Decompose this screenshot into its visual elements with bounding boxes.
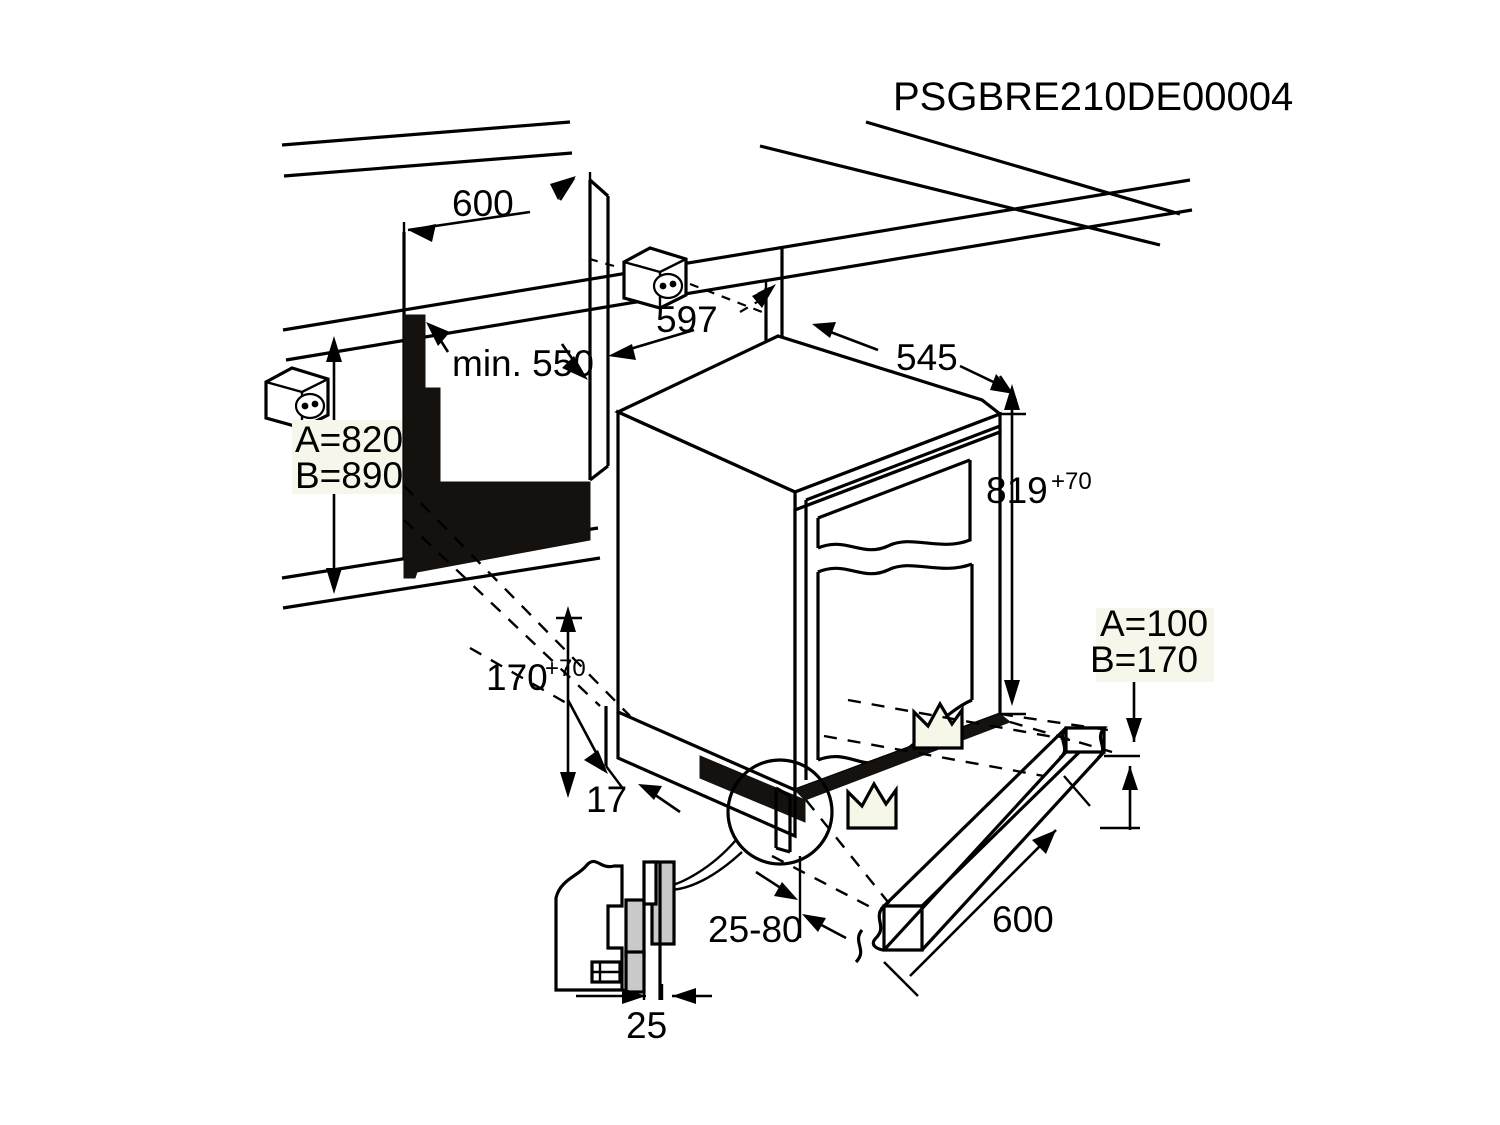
dimension-min550-label: min. 550: [452, 343, 594, 384]
dimension-170-label: 170: [486, 657, 548, 698]
dimension-appliance-depth: 545: [812, 322, 1017, 401]
dimension-niche-width: 600: [402, 172, 592, 244]
dimension-a820-label: A=820: [295, 419, 403, 460]
dimension-niche-depth: min. 550: [426, 322, 594, 384]
dimension-toe-gap: 17: [566, 699, 681, 820]
dimension-b170-label: B=170: [1090, 639, 1198, 680]
airflow-arrow-icon: [912, 700, 964, 750]
dimension-plinth-width: 600: [883, 775, 1091, 997]
dimension-a100-label: A=100: [1100, 603, 1208, 644]
drawing-code-label: PSGBRE210DE00004: [893, 75, 1293, 119]
dimension-plinth-height: A=100 B=170: [1090, 603, 1214, 830]
dimension-597-label: 597: [656, 299, 718, 340]
dimension-819-label: 819: [986, 470, 1048, 511]
dimension-plinth-recess: 170 +70: [469, 606, 586, 798]
airflow-arrow-icon: [846, 780, 898, 830]
dimension-545-label: 545: [896, 337, 958, 378]
dimension-25-label: 25: [626, 1005, 667, 1046]
niche-depth-shading: [403, 314, 591, 579]
appliance-body: [614, 334, 1004, 793]
dimension-819-tolerance: +70: [1051, 468, 1092, 495]
power-socket-icon: [264, 366, 330, 430]
dimension-25-80-label: 25-80: [708, 909, 803, 950]
dimension-appliance-height: 819 +70: [986, 384, 1092, 716]
appliance-base-lines: [604, 706, 797, 839]
dimension-appliance-width: 597: [608, 282, 776, 360]
ventilation-gap-left: [699, 755, 806, 823]
dimension-panel-thickness: 25: [576, 984, 712, 1046]
dimension-600-plinth-label: 600: [992, 899, 1054, 940]
panel-cross-section-detail: [554, 859, 676, 1000]
dimension-panel-gap: 25-80: [708, 856, 847, 950]
power-socket-icon: [622, 246, 688, 310]
dimension-niche-height: A=820 B=890: [292, 336, 403, 594]
dimension-170-tolerance: +70: [545, 655, 586, 682]
dimension-b890-label: B=890: [295, 455, 403, 496]
dimension-600-niche-label: 600: [452, 183, 514, 224]
plinth-kickboard: [854, 726, 1108, 964]
dimension-17-label: 17: [586, 779, 627, 820]
